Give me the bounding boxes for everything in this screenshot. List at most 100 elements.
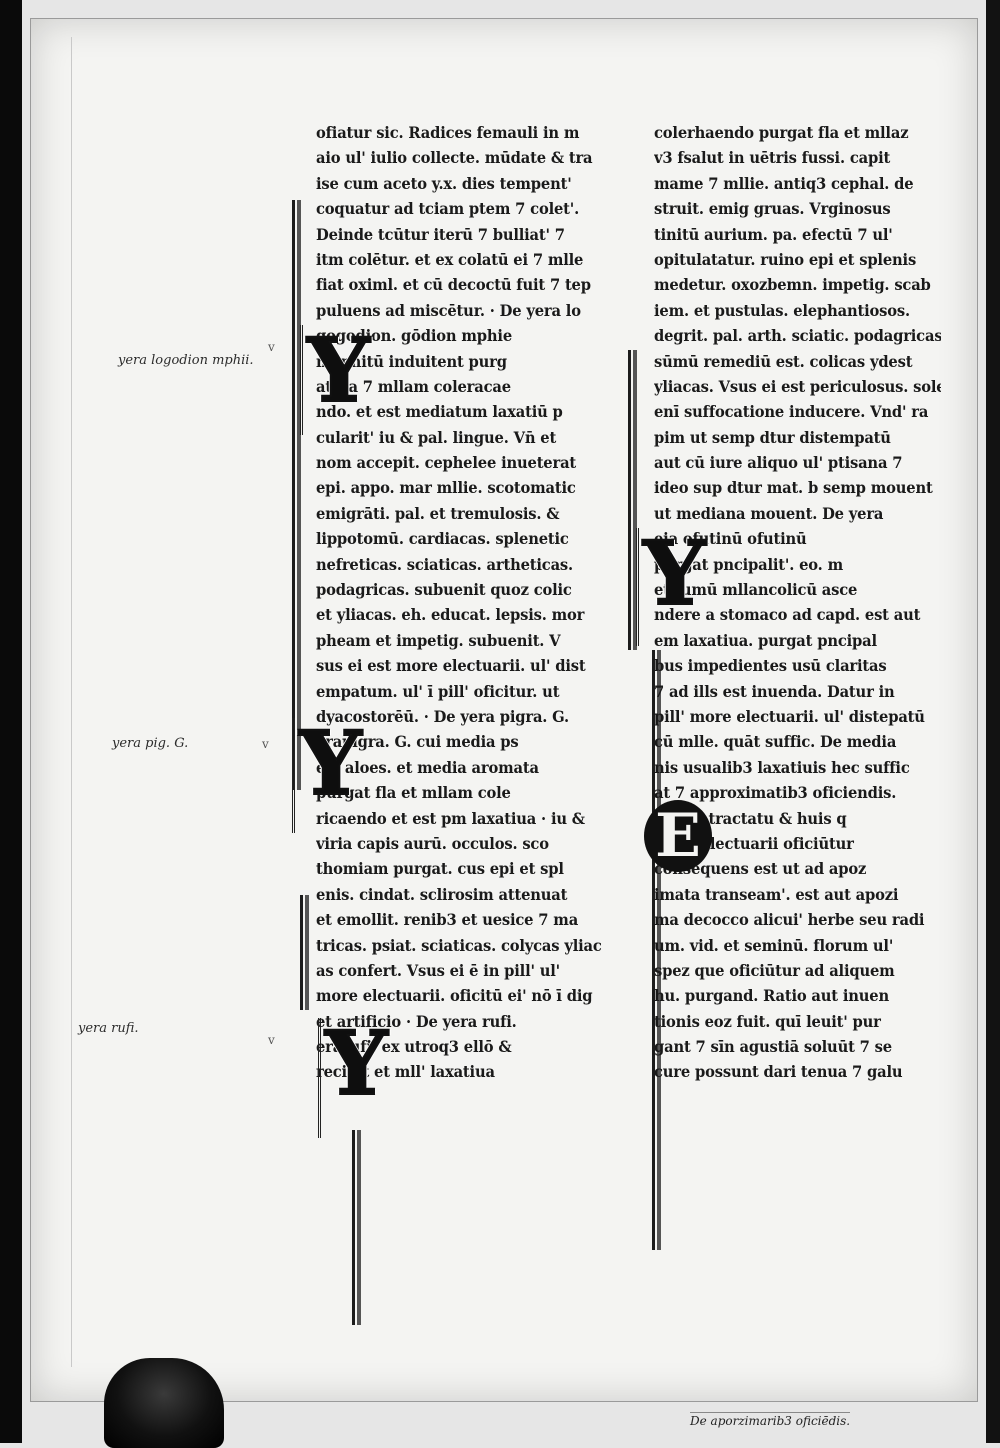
text-line: consequens est ut ad apoz (654, 859, 867, 879)
text-line: ofiatur sic. Radices femauli in m (316, 123, 580, 142)
text-line: v3 fsalut in uētris fussi. capit (654, 148, 891, 168)
decorated-initial: E (640, 800, 726, 890)
manuscript-page (30, 18, 978, 1402)
margin-tick: v (262, 737, 269, 751)
text-line: enis. cindat. sclirosim attenuat (316, 884, 568, 904)
text-line: em laxatiua. purgat pncipal (654, 630, 877, 650)
text-line: pheam et impetig. subuenit. V (316, 630, 561, 650)
text-line: ut mediana mouent. De yera (654, 503, 884, 523)
text-line: 7 ad ills est inuenda. Datur in (654, 681, 895, 701)
text-line: enī suffocatione inducere. Vnd' ra (654, 402, 929, 422)
pen-flourish (652, 650, 657, 1250)
initial-letter: Y (642, 521, 707, 625)
decorated-initial: Y (636, 521, 719, 646)
text-line: gogodion. gōdion mphie (316, 326, 513, 346)
text-line: mephitū induitent purg (316, 351, 507, 371)
text-line: emigrāti. pal. et tremulosis. & (316, 503, 560, 523)
text-line: ise cum aceto y.x. dies tempent' (316, 173, 572, 193)
text-line: as confert. Vsus ei ē in pill' ul' (316, 960, 561, 980)
text-line: lippotomū. cardiacas. splenetic (316, 529, 569, 549)
text-line: gant 7 sīn agustiā soluūt 7 se (654, 1037, 892, 1057)
decorated-initial: Y (318, 1011, 389, 1138)
text-line: sūmū remediū est. colicas ydest (654, 351, 913, 371)
decorated-initial: Y (292, 711, 381, 833)
text-line: spez que oficiūtur ad aliquem (654, 960, 895, 980)
text-line: iem. et pustulas. elephantiosos. (654, 300, 910, 320)
text-line: cure possunt dari tenua 7 galu (654, 1062, 903, 1082)
text-line: epi. appo. mar mllie. scotomatic (316, 478, 576, 498)
text-line: medetur. oxozbemn. impetig. scab (654, 275, 931, 295)
text-line: aio ul' iulio collecte. mūdate & tra (316, 148, 593, 168)
text-line: podagricas. subuenit quoz colic (316, 580, 572, 600)
text-line: fiat oximl. et cū decoctū fuit 7 tep (316, 275, 591, 295)
margin-tick: v (268, 1033, 275, 1047)
initial-letter: Y (298, 711, 363, 815)
text-line: erapigra. G. cui media ps (316, 732, 519, 752)
text-line: tinitū aurium. pa. efectū 7 ul' (654, 224, 893, 244)
text-line: tricas. psiat. sciaticas. colycas yliac (316, 935, 602, 955)
margin-tick: v (268, 340, 275, 354)
text-line: nefreticas. sciaticas. artheticas. (316, 554, 573, 574)
catchword: De aporzimarib3 oficiēdis. (690, 1412, 851, 1428)
text-line: opitulatatur. ruino epi et splenis (654, 249, 917, 269)
text-column-left: ofiatur sic. Radices femauli in m aio ul'… (316, 120, 626, 1085)
text-line: est aloes. et media aromata (316, 757, 539, 777)
text-line: thomiam purgat. cus epi et spl (316, 859, 564, 879)
decorated-initial: Y (300, 318, 385, 435)
initial-letter: Y (306, 318, 371, 422)
text-line: tionis eoz fuit. quī leuit' pur (654, 1011, 881, 1031)
text-line: aut cū iure aliquo ul' ptisana 7 (654, 453, 903, 473)
text-line: puluens ad miscētur. · De yera lo (316, 300, 581, 320)
pen-flourish (352, 1130, 357, 1325)
text-line: sus ei est more electuarii. ul' dist (316, 656, 586, 676)
text-line: ma decocco alicui' herbe seu radi (654, 910, 925, 930)
text-line: ricaendo et est pm laxatiua · iu & (316, 808, 585, 828)
pen-flourish (628, 350, 633, 650)
text-line: dyacostorēū. · De yera pigra. G. (316, 706, 569, 726)
initial-letter: E (644, 800, 712, 872)
text-line: recipit et mll' laxatiua (316, 1062, 495, 1082)
book-edge-left (0, 0, 22, 1443)
text-line: yliacas. Vsus ei est periculosus. soler (654, 376, 942, 396)
text-line: colerhaendo purgat fla et mllaz (654, 123, 909, 142)
text-line: et fumū mllancolicū asce (654, 580, 858, 600)
photographer-thumb (104, 1358, 224, 1448)
book-edge-right (986, 0, 1000, 1443)
initial-letter: Y (324, 1011, 389, 1115)
text-line: pim ut semp dtur distempatū (654, 427, 891, 447)
text-line: et yliacas. eh. educat. lepsis. mor (316, 605, 585, 625)
margin-note: yera rufi. (78, 1021, 139, 1036)
text-line: purgat pncipalit'. eo. m (654, 554, 843, 574)
text-line: struit. emig gruas. Vrginosus (654, 199, 891, 219)
text-line: viria capis aurū. occulos. sco (316, 833, 549, 853)
text-line: at 7 approximatib3 oficiendis. (654, 783, 897, 803)
text-line: ndere a stomaco ad capd. est aut (654, 605, 921, 625)
text-line: itm colētur. et ex colatū ei 7 mlle (316, 249, 584, 269)
text-line: um. vid. et seminū. florum ul' (654, 935, 894, 955)
text-line: pill' more electuarii. ul' distepatū (654, 706, 925, 726)
margin-note: yera pig. G. (112, 736, 189, 751)
text-line: et emollit. renib3 et uesice 7 ma (316, 910, 579, 930)
text-line: ndo. et est mediatum laxatiū p (316, 402, 563, 422)
margin-note: yera logodion mphii. (118, 353, 254, 368)
text-line: et artificio · De yera rufi. (316, 1011, 517, 1031)
text-line: eia ofutinū ofutinū (654, 529, 807, 549)
text-line: Deinde tcūtur iterū 7 bulliat' 7 (316, 224, 565, 244)
text-line: ideo sup dtur mat. b semp mouent (654, 478, 933, 498)
text-line: hu. purgand. Ratio aut inuen (654, 986, 890, 1006)
text-line: mame 7 mllie. antiq3 cephal. de (654, 173, 914, 193)
pen-flourish (292, 200, 297, 790)
text-line: nom accepit. cephelee inueterat (316, 453, 577, 473)
text-line: more electuarii. oficitū ei' nō ī dig (316, 986, 593, 1006)
page-gutter-line (71, 37, 72, 1367)
text-line: bus impedientes usū claritas (654, 656, 887, 676)
text-line: degrit. pal. arth. sciatic. podagricas (654, 326, 942, 346)
pen-flourish (300, 895, 305, 1010)
text-line: at fla 7 mllam coleracae (316, 376, 511, 396)
text-line: purgat fla et mllam cole (316, 783, 511, 803)
text-line: imata transeam'. est aut apozi (654, 884, 899, 904)
text-line: empatum. ul' ī pill' oficitur. ut (316, 681, 560, 701)
text-line: coquatur ad tciam ptem 7 colet'. (316, 199, 580, 219)
text-line: cū mlle. quāt suffic. De media (654, 732, 897, 752)
text-line: cularit' iu & pal. lingue. Vn̄ et (316, 427, 557, 447)
